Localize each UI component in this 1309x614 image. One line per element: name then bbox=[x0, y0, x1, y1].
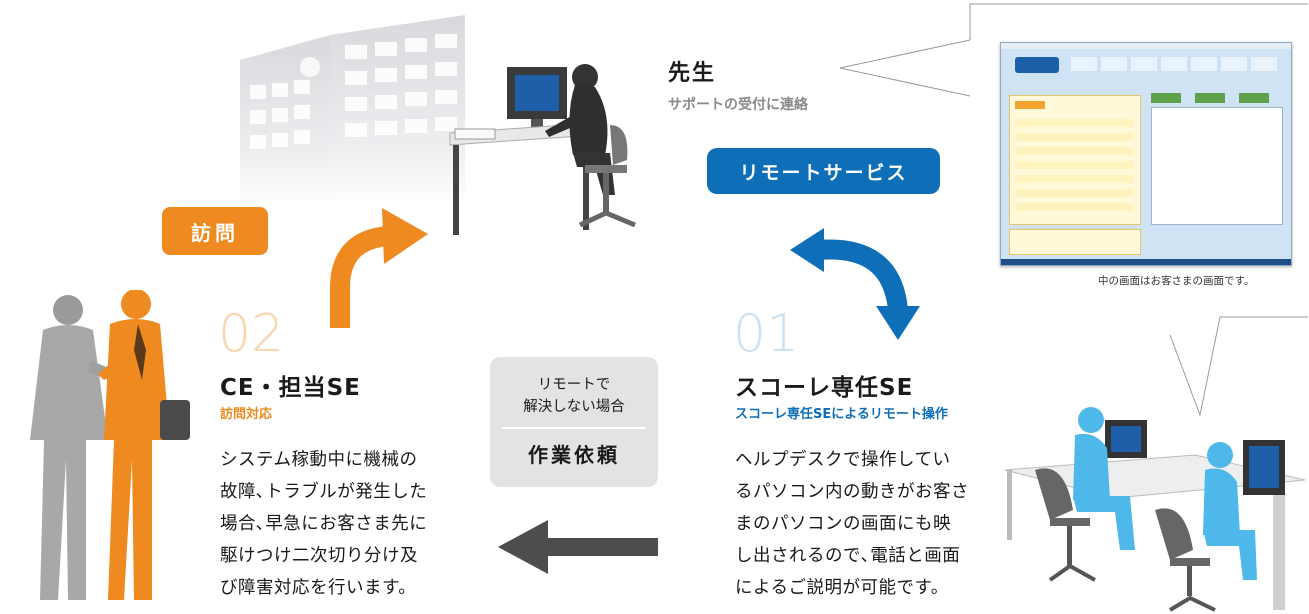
handshake-illustration bbox=[30, 290, 190, 600]
request-condition-line2: 解決しない場合 bbox=[523, 399, 625, 415]
ce-description-line: 駆けつけ二次切り分け及 bbox=[220, 546, 418, 566]
ce-step-number: 02 bbox=[218, 304, 285, 364]
request-condition-line1: リモートで bbox=[537, 377, 611, 393]
request-action: 作業依頼 bbox=[528, 443, 620, 467]
ce-description-line: システム稼動中に機械の bbox=[220, 450, 418, 470]
screen-caption: 中の画面はお客さまの画面です。 bbox=[1098, 275, 1255, 287]
ce-description: システム稼動中に機械の 故障､トラブルが発生した 場合､早急にお客さま先に 駆け… bbox=[220, 444, 427, 604]
teacher-at-desk-illustration bbox=[449, 64, 636, 235]
se-title: スコーレ専任SE bbox=[735, 375, 914, 401]
two-way-arrow bbox=[790, 228, 920, 340]
teacher-title: 先生 bbox=[668, 61, 717, 86]
visit-arrow bbox=[330, 208, 428, 328]
ce-description-line: 場合､早急にお客さま先に bbox=[220, 514, 428, 534]
visit-label: 訪問 bbox=[191, 220, 239, 245]
teacher-subtitle: サポートの受付に連絡 bbox=[668, 97, 808, 113]
se-description-line: によるご説明が可能です。 bbox=[735, 578, 949, 598]
request-divider bbox=[502, 427, 646, 429]
se-description-line: ヘルプデスクで操作してい bbox=[735, 450, 951, 470]
helpdesk-callout bbox=[1169, 316, 1308, 417]
visit-badge: 訪問 bbox=[162, 207, 268, 255]
ce-subtitle: 訪問対応 bbox=[220, 407, 273, 422]
app-logo bbox=[1015, 57, 1059, 73]
se-description: ヘルプデスクで操作してい るパソコン内の動きがお客さ まのパソコンの画面にも映 … bbox=[735, 444, 969, 604]
school-building-illustration bbox=[240, 15, 465, 205]
ce-title: CE・担当SE bbox=[220, 375, 361, 401]
se-description-line: まのパソコンの画面にも映 bbox=[735, 514, 951, 534]
remote-service-badge: リモートサービス bbox=[707, 148, 940, 194]
se-subtitle: スコーレ専任SEによるリモート操作 bbox=[735, 407, 948, 422]
request-box: リモートで 解決しない場合 作業依頼 bbox=[490, 357, 658, 487]
ce-description-line: び障害対応を行います。 bbox=[220, 578, 417, 598]
work-request-arrow bbox=[498, 520, 658, 574]
remote-service-label: リモートサービス bbox=[739, 161, 908, 184]
se-description-line: し出されるので､電話と画面 bbox=[735, 546, 961, 566]
ce-description-line: 故障､トラブルが発生した bbox=[220, 482, 428, 502]
se-description-line: るパソコン内の動きがお客さ bbox=[735, 482, 969, 502]
speech-callout bbox=[839, 3, 1308, 97]
helpdesk-illustration bbox=[1004, 407, 1306, 612]
customer-screen-screenshot bbox=[1000, 42, 1292, 266]
se-step-number: 01 bbox=[733, 304, 800, 364]
